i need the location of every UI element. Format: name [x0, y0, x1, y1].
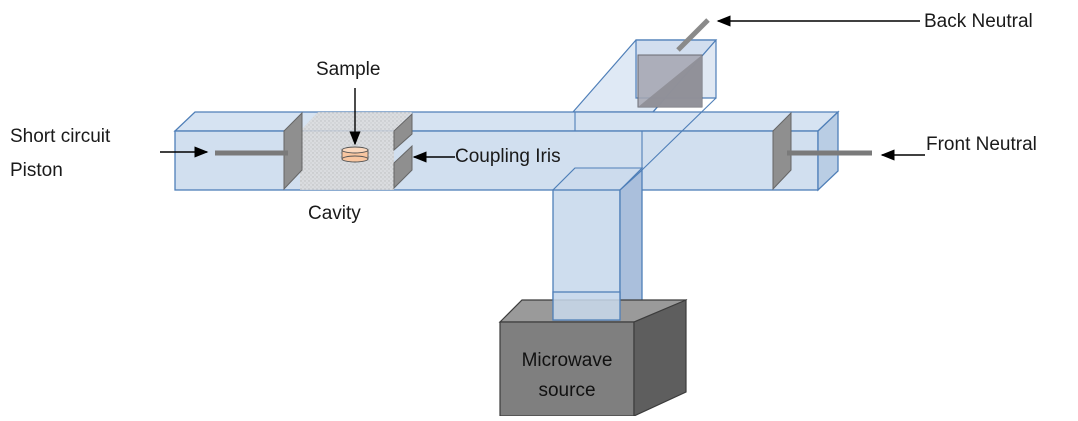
back-neutral-label: Back Neutral — [924, 11, 1033, 32]
microwave-source-label: Microwave source — [500, 346, 634, 406]
back-neutral-rod — [676, 18, 710, 52]
front-neutral-label: Front Neutral — [926, 134, 1037, 155]
callout-arrows — [160, 15, 925, 163]
back-neutral-plate — [637, 54, 703, 108]
coupling-iris-label: Coupling Iris — [455, 146, 561, 167]
microwave-source-box — [498, 299, 688, 417]
front-neutral-plate — [772, 111, 792, 191]
microwave-source-line1: Microwave — [521, 350, 613, 371]
coupling-iris-plates — [393, 112, 413, 190]
piston-plate — [283, 111, 303, 191]
short-circuit-label: Short circuit — [10, 126, 111, 147]
microwave-source-line2: source — [538, 380, 596, 401]
cavity-label: Cavity — [308, 203, 361, 224]
piston-label: Piston — [10, 160, 63, 181]
sample-disk — [341, 146, 369, 163]
sample-label: Sample — [316, 59, 381, 80]
